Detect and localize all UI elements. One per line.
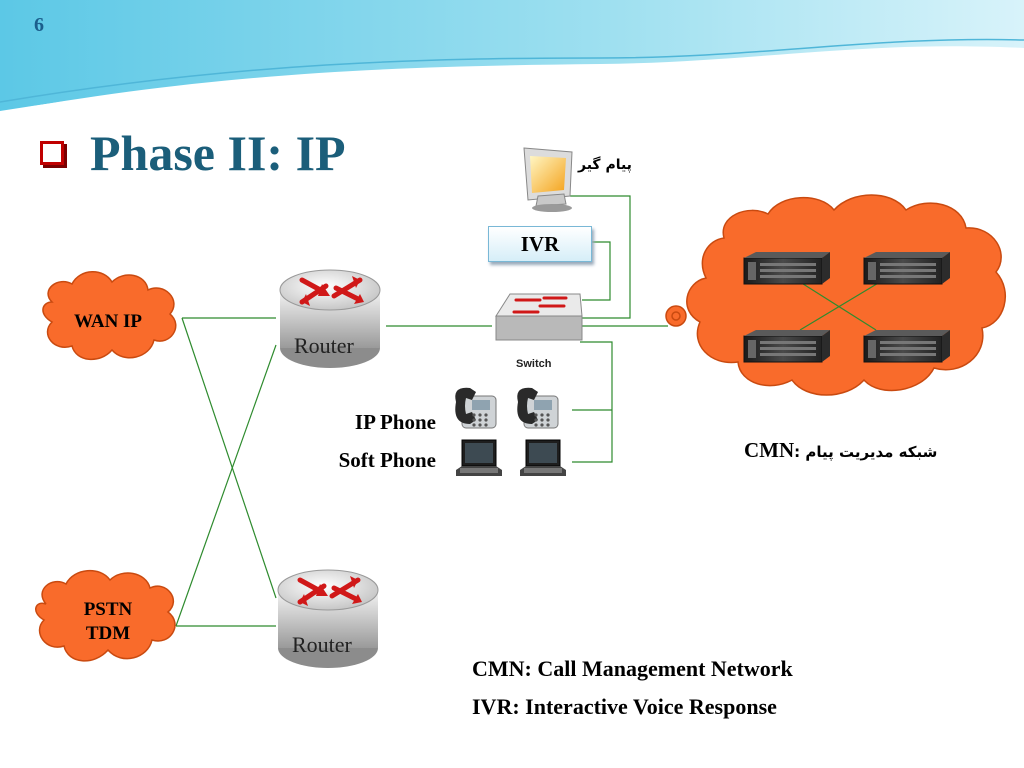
router-top-label: Router [294, 333, 354, 358]
server-bottom-left [743, 329, 831, 363]
tdm-label: TDM [85, 623, 131, 644]
ip-phone-1-icon [454, 387, 497, 429]
soft-phone-label: Soft Phone [338, 448, 436, 472]
ip-phone-2-icon [516, 387, 559, 429]
slide-title: Phase II: IP [90, 125, 346, 181]
legend-cmn: CMN: Call Management Network [472, 656, 793, 681]
cmn-prefix: CMN [744, 438, 795, 462]
router-bottom-label: Router [292, 632, 352, 657]
cmn-separator: : [794, 443, 801, 461]
soft-phone-2-icon [519, 439, 567, 477]
soft-phone-1-icon [455, 439, 503, 477]
pstn-label: PSTN [83, 599, 133, 620]
server-top-right [863, 251, 951, 285]
checkbox-bullet-icon [40, 141, 64, 165]
ivr-box: IVR [488, 226, 592, 262]
voicemail-monitor-icon [523, 147, 573, 212]
switch-label: Switch [516, 358, 552, 370]
ip-phone-label: IP Phone [354, 410, 436, 434]
legend-ivr: IVR: Interactive Voice Response [472, 694, 777, 719]
server-bottom-right [863, 329, 951, 363]
server-top-left [743, 251, 831, 285]
cmn-caption: CMN: شبکه مدیریت پیام [744, 438, 937, 463]
voicemail-label: پیام گیر [578, 157, 632, 173]
cmn-persian-label: شبکه مدیریت پیام [805, 443, 938, 461]
wan-ip-label: WAN IP [73, 311, 143, 332]
title-row: Phase II: IP [40, 128, 346, 178]
slide-number: 6 [34, 14, 44, 36]
ivr-label: IVR [520, 231, 560, 256]
switch-icon [495, 293, 583, 341]
